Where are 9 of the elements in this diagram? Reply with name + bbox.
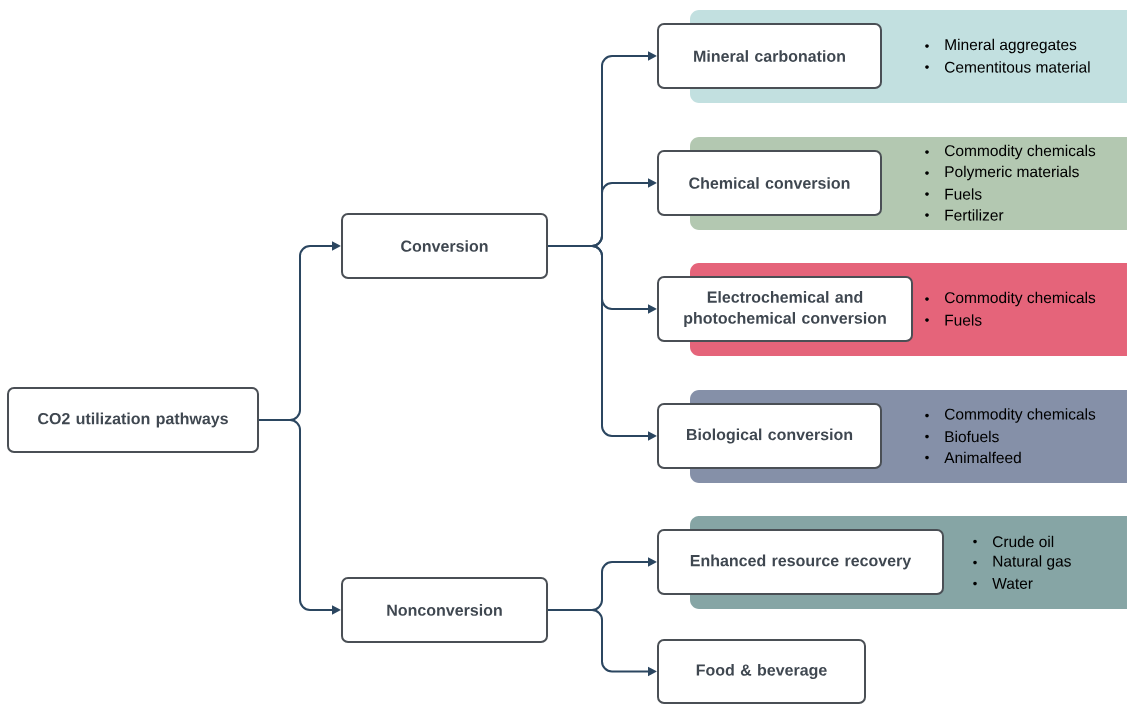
process-box: Conversion — [341, 213, 548, 279]
process-box: Chemical conversion — [657, 150, 882, 216]
process-box: Biological conversion — [657, 403, 882, 469]
process-box: Nonconversion — [341, 577, 548, 643]
process-box: CO2 utilization pathways — [7, 387, 259, 453]
process-box: Electrochemical and photochemical conversion — [657, 276, 913, 342]
process-box: Mineral carbonation — [657, 23, 882, 89]
process-box: Food & beverage — [657, 639, 866, 704]
process-box: Enhanced resource recovery — [657, 529, 944, 595]
